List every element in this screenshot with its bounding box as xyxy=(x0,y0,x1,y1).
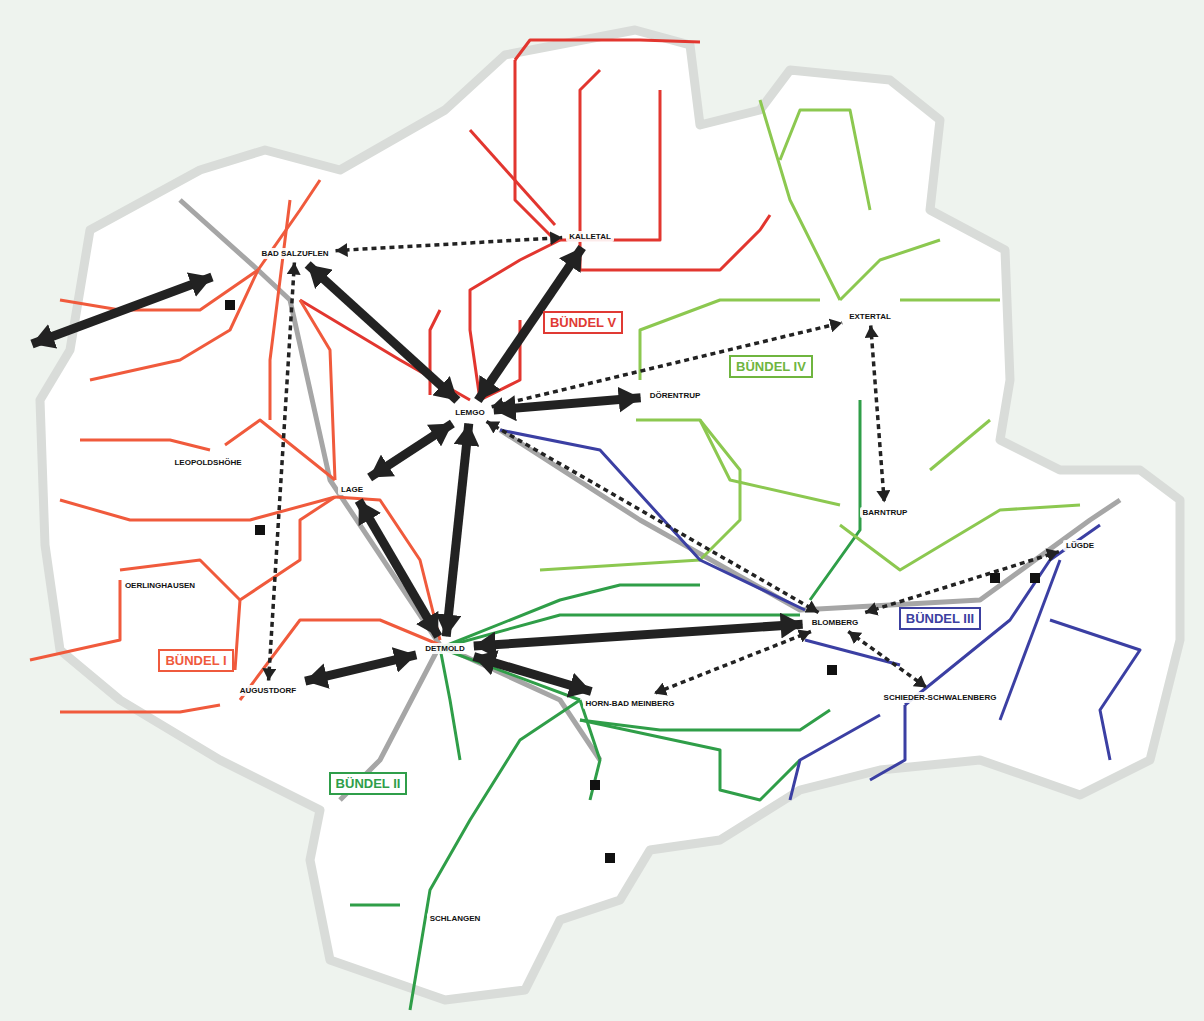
town-label: OERLINGHAUSEN xyxy=(122,580,198,591)
main-link-arrow xyxy=(359,501,439,637)
main-link-arrow xyxy=(494,398,641,410)
bundle-label: BÜNDEL III xyxy=(899,607,981,630)
planned-link-arrow xyxy=(848,632,926,688)
planned-link-arrow xyxy=(487,422,819,613)
place-name: HORN-BAD MEINBERG xyxy=(586,699,675,708)
planned-link-arrow xyxy=(871,326,885,503)
place-name: BÜNDEL IV xyxy=(736,359,806,374)
place-name: LAGE xyxy=(341,485,363,494)
town-label: BLOMBERG xyxy=(809,617,862,628)
town-label: LÜGDE xyxy=(1063,540,1097,551)
place-name: BAD SALZUFLEN xyxy=(261,249,328,258)
place-name: LEMGO xyxy=(455,408,484,417)
place-name: BÜNDEL III xyxy=(906,611,974,626)
regional-link-arrow xyxy=(32,277,212,344)
main-link-arrow xyxy=(308,265,458,401)
town-label: KALLETAL xyxy=(566,231,614,242)
planned-link-arrow xyxy=(865,552,1059,613)
town-label: EXTERTAL xyxy=(846,311,894,322)
town-label: DETMOLD xyxy=(422,643,468,654)
place-name: KALLETAL xyxy=(569,232,611,241)
main-link-arrow xyxy=(446,424,469,637)
main-link-arrow xyxy=(305,655,416,681)
place-name: BÜNDEL V xyxy=(550,315,616,330)
bundle-label: BÜNDEL IV xyxy=(729,355,813,378)
bundle-one-routes xyxy=(30,180,440,712)
town-label: AUGUSTDORF xyxy=(237,685,299,696)
bus-stop-icons xyxy=(225,300,1040,863)
bundle-two-routes xyxy=(350,400,860,1010)
town-label: SCHLANGEN xyxy=(427,913,484,924)
place-name: OERLINGHAUSEN xyxy=(125,581,195,590)
main-link-arrow xyxy=(474,657,592,692)
town-label: BAD SALZUFLEN xyxy=(258,248,331,259)
town-label: LEOPOLDSHÖHE xyxy=(171,457,244,468)
town-label: DÖRENTRUP xyxy=(647,390,704,401)
place-name: LÜGDE xyxy=(1066,541,1094,550)
planned-link-arrow xyxy=(269,263,295,681)
place-name: LEOPOLDSHÖHE xyxy=(174,458,241,467)
place-name: SCHLANGEN xyxy=(430,914,481,923)
place-name: AUGUSTDORF xyxy=(240,686,296,695)
place-name: SCHIEDER-SCHWALENBERG xyxy=(884,693,997,702)
town-label: BARNTRUP xyxy=(860,507,911,518)
town-label: LAGE xyxy=(338,484,366,495)
place-name: BÜNDEL I xyxy=(165,653,226,668)
town-label: HORN-BAD MEINBERG xyxy=(583,698,678,709)
place-name: DETMOLD xyxy=(425,644,465,653)
planned-link-arrow xyxy=(336,238,563,251)
place-name: DÖRENTRUP xyxy=(650,391,701,400)
place-name: BLOMBERG xyxy=(812,618,859,627)
bundle-label: BÜNDEL II xyxy=(329,772,408,795)
place-name: EXTERTAL xyxy=(849,312,891,321)
planned-link-arrow xyxy=(654,632,811,694)
bundle-label: BÜNDEL I xyxy=(158,649,233,672)
main-link-arrow xyxy=(370,424,453,478)
main-link-arrow xyxy=(474,624,803,646)
bundle-label: BÜNDEL V xyxy=(543,311,623,334)
town-label: LEMGO xyxy=(452,407,487,418)
place-name: BÜNDEL II xyxy=(336,776,401,791)
place-name: BARNTRUP xyxy=(863,508,908,517)
bundle-five-routes xyxy=(300,40,770,400)
planned-link-arrow xyxy=(492,323,843,407)
county-outline xyxy=(40,30,1180,1000)
town-label: SCHIEDER-SCHWALENBERG xyxy=(881,692,1000,703)
